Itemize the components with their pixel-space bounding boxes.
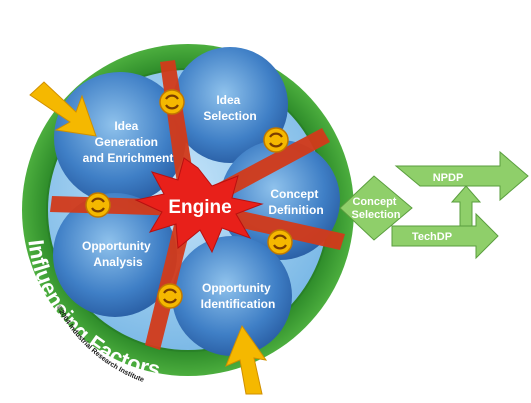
techdp-arrow (391, 212, 499, 260)
cycle-arrows (85, 89, 293, 309)
npdp-label: NPDP (433, 172, 464, 184)
engine-starburst (134, 157, 264, 254)
label-concept-definition: Concept Definition (268, 187, 323, 217)
cycle-arrows-icon (85, 192, 111, 218)
label-opportunity-analysis: Opportunity Analysis (82, 239, 154, 269)
npdp-arrow (394, 150, 529, 202)
input-arrows (29, 81, 268, 395)
label-idea-generation: Idea Generation and Enrichment (83, 119, 174, 165)
petal-opportunity-analysis (53, 193, 177, 317)
petal-idea-selection (172, 47, 288, 163)
concept-selection-diamond (339, 175, 413, 241)
cycle-arrows-icon (267, 229, 293, 255)
cycle-arrows-icon (263, 127, 289, 153)
concept-selection-label: Concept Selection (352, 196, 401, 221)
label-opportunity-identification: Opportunity Identification (201, 281, 276, 311)
label-idea-selection: Idea Selection (203, 93, 256, 123)
petal-idea-generation (54, 72, 186, 204)
input-arrow-icon (29, 81, 97, 137)
cycle-arrows-icon (159, 89, 185, 115)
engine-label: Engine (168, 197, 231, 218)
cycle-arrows-icon (157, 283, 183, 309)
element-labels: Idea Generation and Enrichment Idea Sele… (82, 93, 324, 311)
techdp-label: TechDP (412, 231, 452, 243)
input-arrow-icon (225, 324, 268, 395)
output-arrows: NPDP TechDP Concept Selection (339, 150, 529, 260)
petal-opportunity-identification (172, 236, 292, 356)
